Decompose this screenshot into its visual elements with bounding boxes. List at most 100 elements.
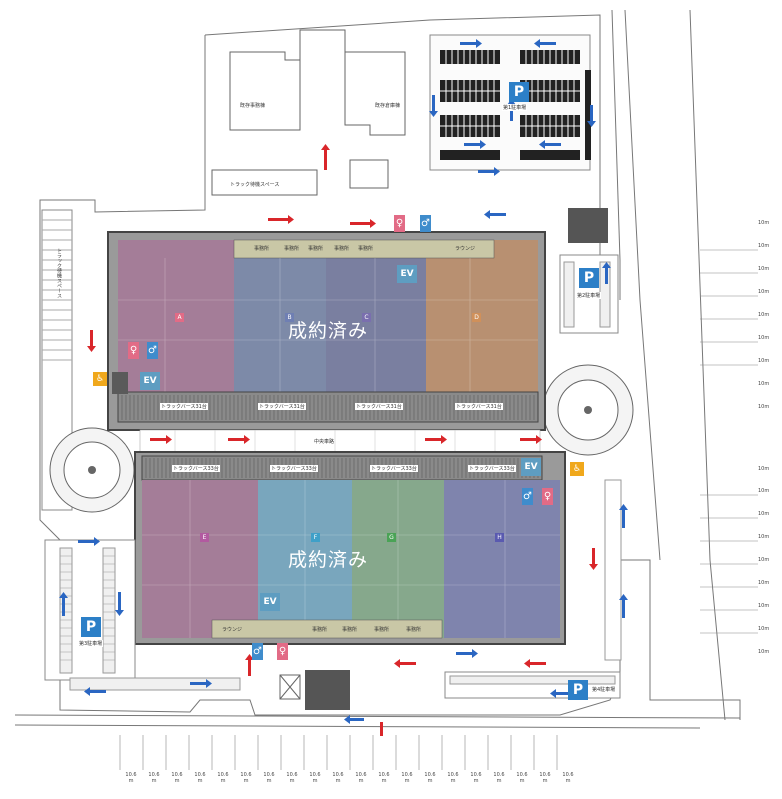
sold-label-upper: 成約済み xyxy=(288,320,369,342)
zone-a-label: A xyxy=(175,313,184,322)
parking-4-icon: P xyxy=(568,680,588,700)
dimension-label: 10m xyxy=(758,243,770,249)
truck-waiting-left-label: トラック待機スペース xyxy=(56,248,62,298)
dimension-label: 10m xyxy=(758,511,770,517)
parking-lot-3 xyxy=(44,539,241,691)
zone-b-label: B xyxy=(285,313,294,322)
gatehouse xyxy=(279,208,608,710)
dimension-label: 10m xyxy=(758,312,770,318)
office-label: 事務所 xyxy=(254,246,270,252)
parking-lot-4 xyxy=(444,479,622,699)
accessible-icon: ♿ xyxy=(570,462,584,476)
lounge-label: ラウンジ xyxy=(222,627,243,633)
truck-berth-label: トラックバース31台 xyxy=(160,403,208,410)
dimension-label: 10m xyxy=(758,381,770,387)
restroom-female-icon: ♀ xyxy=(277,643,288,660)
restroom-female-icon: ♀ xyxy=(128,342,139,359)
office-label: 事務所 xyxy=(406,627,422,633)
truck-berth-label: トラックバース31台 xyxy=(258,403,306,410)
elevator-icon: EV xyxy=(260,593,280,611)
traffic-arrows-red xyxy=(87,144,598,736)
office-label: 事務所 xyxy=(334,246,350,252)
truck-berth-label: トラックバース33台 xyxy=(172,465,220,472)
office-label: 事務所 xyxy=(342,627,358,633)
upper-building xyxy=(107,231,546,431)
restroom-female-icon: ♀ xyxy=(394,215,405,232)
dimension-label: 10m xyxy=(758,649,770,655)
dimension-label: 10m xyxy=(758,466,770,472)
accessible-icon: ♿ xyxy=(93,372,107,386)
parking-2-icon: P xyxy=(579,268,599,288)
truck-berth-label: トラックバース31台 xyxy=(455,403,503,410)
existing-warehouse-label: 既存倉庫棟 xyxy=(375,103,401,109)
sold-label-lower: 成約済み xyxy=(288,549,369,571)
zone-f-label: F xyxy=(311,533,320,542)
dimension-label: 10m xyxy=(758,488,770,494)
dimension-label: 10m xyxy=(758,404,770,410)
truck-berth-label: トラックバース33台 xyxy=(370,465,418,472)
zone-e-label: E xyxy=(200,533,209,542)
traffic-arrows-blue xyxy=(59,39,628,724)
restroom-male-icon: ♂ xyxy=(522,488,533,505)
office-label: 事務所 xyxy=(358,246,374,252)
dimension-label: 10m xyxy=(758,626,770,632)
zone-c-label: C xyxy=(362,313,371,322)
dimension-label: 10m xyxy=(758,335,770,341)
restroom-female-icon: ♀ xyxy=(542,488,553,505)
office-label: 事務所 xyxy=(308,246,324,252)
dimension-label: 10m xyxy=(758,557,770,563)
office-label: 事務所 xyxy=(374,627,390,633)
dimension-label: 10m xyxy=(758,534,770,540)
truck-waiting-top-label: トラック待機スペース xyxy=(230,182,280,188)
truck-berth-label: トラックバース33台 xyxy=(468,465,516,472)
elevator-icon: EV xyxy=(140,372,160,390)
central-road-label: 中央車路 xyxy=(314,439,335,445)
office-label: 事務所 xyxy=(312,627,328,633)
lower-building xyxy=(134,451,566,645)
zone-g-label: G xyxy=(387,533,396,542)
zone-g-area xyxy=(352,480,444,638)
dimension-ticks xyxy=(119,249,758,770)
truck-berth-label: トラックバース31台 xyxy=(355,403,403,410)
restroom-male-icon: ♂ xyxy=(252,643,263,660)
zone-b-area xyxy=(234,240,326,392)
parking-2-caption: 第2駐車場 xyxy=(576,292,602,299)
zone-d-area xyxy=(426,240,538,392)
lounge-label: ラウンジ xyxy=(455,246,476,252)
parking-1-caption: 第1駐車場 xyxy=(502,104,528,111)
dimension-label: 10m xyxy=(758,289,770,295)
central-road xyxy=(139,429,541,453)
restroom-male-icon: ♂ xyxy=(420,215,431,232)
dimension-label: 10m xyxy=(758,580,770,586)
restroom-male-icon: ♂ xyxy=(147,342,158,359)
parking-3-caption: 第3駐車場 xyxy=(78,640,104,647)
elevator-icon: EV xyxy=(521,458,541,476)
ramp-right xyxy=(542,364,634,456)
zone-f-area xyxy=(258,480,352,638)
elevator-icon: EV xyxy=(397,265,417,283)
zone-h-label: H xyxy=(495,533,504,542)
zone-d-label: D xyxy=(472,313,481,322)
truck-berth-label: トラックバース33台 xyxy=(270,465,318,472)
dimension-label: 10m xyxy=(758,220,770,226)
dimension-label: 10m xyxy=(758,266,770,272)
parking-3-icon: P xyxy=(81,617,101,637)
